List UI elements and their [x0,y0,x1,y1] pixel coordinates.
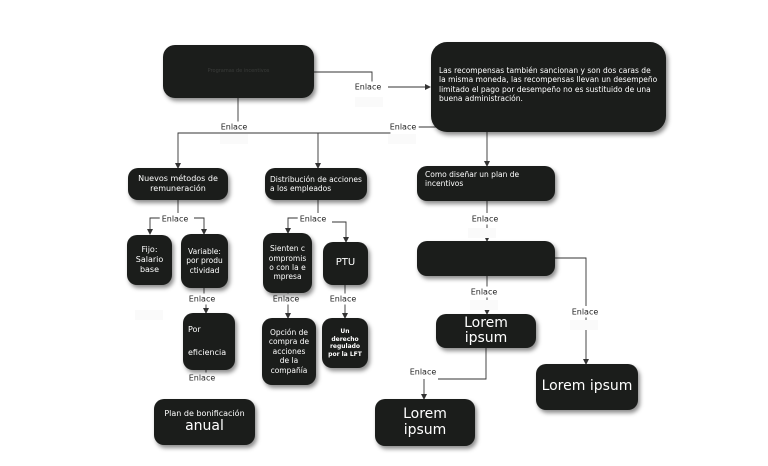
edge-fijo [147,217,160,235]
node-empty[interactable] [417,241,555,276]
edge-variable [194,217,207,235]
node-lorem-2[interactable]: Lorem ipsum [375,399,475,446]
node-plan-bonificacion[interactable]: Plan de bonificación anual [154,399,255,445]
link-label: Enlace [218,121,250,133]
edge-ptu [332,221,349,243]
node-nuevos-metodos[interactable]: Nuevos métodos de remuneración [128,168,228,200]
link-label: Enlace [468,286,500,298]
link-label: Enlace [352,81,384,93]
link-label: Enlace [469,213,501,225]
link-shadow [355,97,383,107]
edge-branch-right [250,126,490,167]
node-derecho-lft[interactable]: Un derecho regulado por la LFT [322,318,368,368]
node-lorem-1[interactable]: Lorem ipsum [436,314,536,348]
node-programas-incentivos[interactable]: Programas de incentivos [163,45,314,98]
link-label: Enlace [407,366,439,378]
link-label: Enlace [569,306,601,318]
node-variable[interactable]: Variable: por productividad [181,234,228,288]
link-label: Enlace [186,372,218,384]
node-opcion-compra[interactable]: Opción de compra de acciones de la compa… [262,318,316,385]
link-shadow [570,320,598,330]
link-shadow [220,134,248,144]
node-recompensas[interactable]: Las recompensas también sancionan y son … [431,42,666,132]
link-label: Enlace [327,293,359,305]
link-label: Enlace [159,213,191,225]
link-label: Enlace [387,121,419,133]
link-label: Enlace [297,213,329,225]
link-shadow [388,134,416,144]
node-sienten-compromiso[interactable]: Sienten compromiso con la empresa [263,233,312,293]
link-label: Enlace [270,293,302,305]
node-fijo[interactable]: Fijo: Salario base [127,235,172,285]
node-por-eficiencia[interactable]: Por eficiencia [183,313,235,370]
node-ptu[interactable]: PTU [323,242,368,285]
link-shadow [135,310,163,320]
node-distribucion-acciones[interactable]: Distribución de acciones a los empleados [265,168,367,200]
link-shadow [468,228,496,238]
link-shadow [470,300,498,310]
node-como-disenar[interactable]: Como diseñar un plan de incentivos [417,166,555,201]
edge-sienten [285,217,300,234]
node-lorem-3[interactable]: Lorem ipsum [536,364,638,410]
edge-branch-mid [238,132,321,169]
edge-branch-left [175,132,238,169]
link-label: Enlace [186,293,218,305]
